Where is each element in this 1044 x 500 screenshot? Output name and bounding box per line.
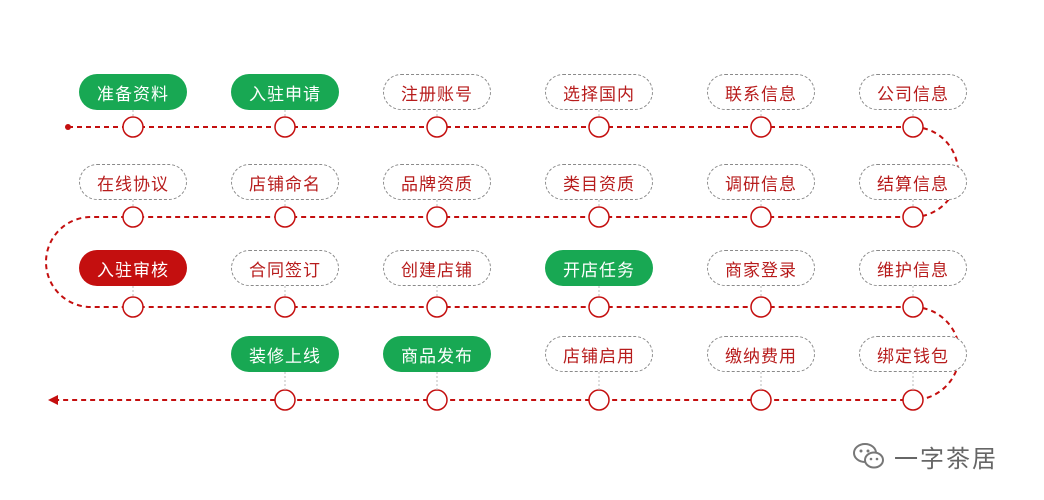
step-pill: 维护信息 [859, 250, 967, 286]
step-pill: 选择国内 [545, 74, 653, 110]
step-pill: 绑定钱包 [859, 336, 967, 372]
watermark: 一字茶居 [852, 436, 998, 476]
step-pill: 店铺启用 [545, 336, 653, 372]
step-node [274, 389, 296, 411]
step-pill: 入驻审核 [79, 250, 187, 286]
step-pill: 创建店铺 [383, 250, 491, 286]
step-node [902, 389, 924, 411]
step-node [122, 116, 144, 138]
step-pill: 商品发布 [383, 336, 491, 372]
step-node [426, 206, 448, 228]
step-pill: 商家登录 [707, 250, 815, 286]
step-pill: 公司信息 [859, 74, 967, 110]
step-node [274, 206, 296, 228]
step-node [274, 296, 296, 318]
step-pill: 装修上线 [231, 336, 339, 372]
step-node [122, 296, 144, 318]
step-node [750, 389, 772, 411]
step-pill: 注册账号 [383, 74, 491, 110]
step-pill: 联系信息 [707, 74, 815, 110]
step-pill: 品牌资质 [383, 164, 491, 200]
step-node [426, 296, 448, 318]
step-node [750, 116, 772, 138]
step-node [426, 389, 448, 411]
watermark-text: 一字茶居 [894, 444, 998, 473]
step-pill: 结算信息 [859, 164, 967, 200]
step-node [122, 206, 144, 228]
step-node [274, 116, 296, 138]
step-node [426, 116, 448, 138]
start-dot [65, 124, 71, 130]
step-pill: 准备资料 [79, 74, 187, 110]
step-pill: 缴纳费用 [707, 336, 815, 372]
step-node [588, 296, 610, 318]
step-pill: 类目资质 [545, 164, 653, 200]
step-pill: 开店任务 [545, 250, 653, 286]
step-pill: 店铺命名 [231, 164, 339, 200]
step-pill: 调研信息 [707, 164, 815, 200]
step-node [902, 206, 924, 228]
step-node [750, 296, 772, 318]
step-pill: 在线协议 [79, 164, 187, 200]
step-node [588, 389, 610, 411]
step-node [902, 296, 924, 318]
step-node [750, 206, 772, 228]
step-node [902, 116, 924, 138]
end-arrow-icon [48, 395, 58, 405]
step-pill: 合同签订 [231, 250, 339, 286]
step-node [588, 116, 610, 138]
step-node [588, 206, 610, 228]
step-pill: 入驻申请 [231, 74, 339, 110]
wechat-icon [853, 443, 884, 469]
